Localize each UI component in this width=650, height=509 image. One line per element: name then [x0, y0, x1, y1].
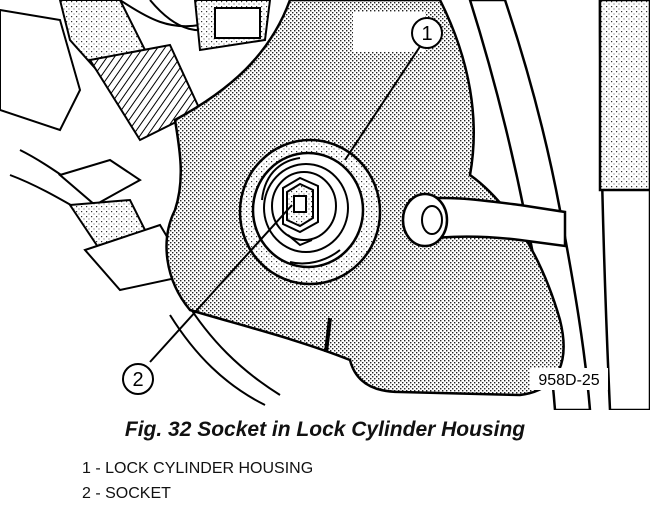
callout-2-number: 2	[132, 369, 143, 391]
technical-illustration: 1 2 958D-25	[0, 0, 650, 410]
legend-item: 1 - LOCK CYLINDER HOUSING	[82, 460, 314, 477]
legend-item: 2 - SOCKET	[82, 485, 171, 502]
hub-slot	[324, 317, 332, 353]
figure-caption: Fig. 32 Socket in Lock Cylinder Housing	[124, 418, 526, 441]
socket	[282, 176, 319, 247]
callout-1-number: 1	[421, 23, 432, 45]
callout-1: 1	[411, 17, 443, 49]
legend-list: 1 - LOCK CYLINDER HOUSING 2 - SOCKET	[82, 456, 313, 506]
callout-2: 2	[122, 363, 154, 395]
wiring-harness	[0, 0, 272, 292]
leader-line-2	[149, 204, 293, 363]
figure-id: 958D-25	[538, 372, 599, 389]
steering-wheel-rim	[468, 0, 650, 410]
leader-line-1	[344, 41, 424, 161]
